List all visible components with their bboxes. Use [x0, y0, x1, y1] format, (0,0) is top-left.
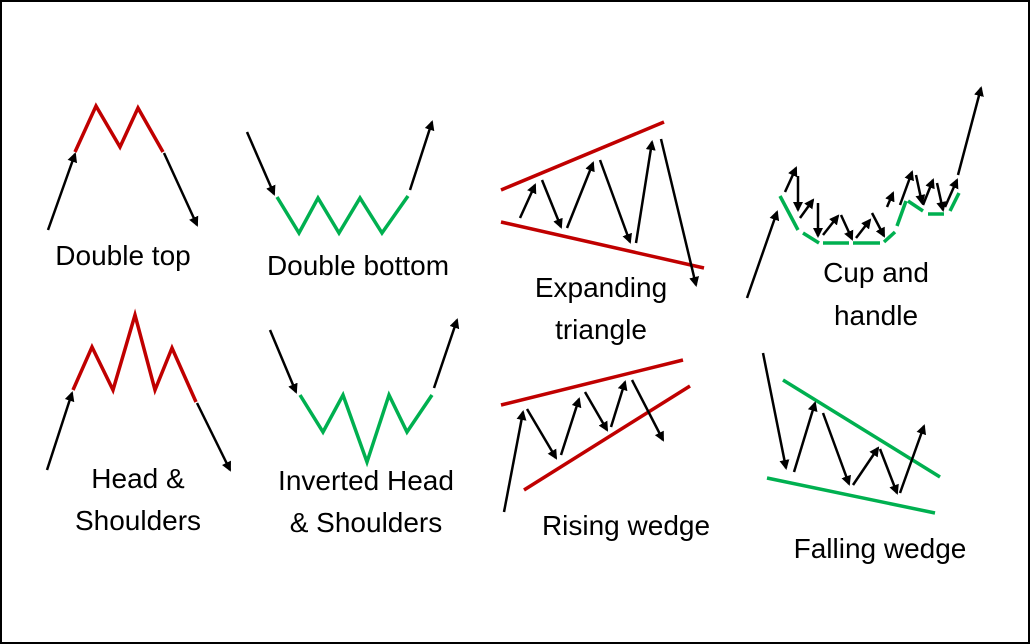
double-top-pattern — [46, 102, 199, 231]
price-arrow-icon — [634, 140, 656, 244]
double-top-trend-line — [73, 102, 165, 153]
price-arrow-icon — [630, 379, 665, 442]
rising-wedge-label: Rising wedge — [542, 510, 710, 541]
double-bottom-pattern — [245, 120, 435, 237]
falling-wedge-trend-line — [782, 378, 941, 479]
price-arrow-icon — [855, 218, 872, 239]
price-arrow-icon — [408, 120, 435, 191]
double-bottom-trend-line — [275, 194, 410, 237]
inverted-head-and-shoulders-label: & Shoulders — [290, 507, 443, 538]
price-arrow-icon — [822, 214, 840, 236]
price-arrow-icon — [878, 448, 899, 495]
head-and-shoulders-label: Head & — [91, 463, 185, 494]
price-arrow-icon — [761, 352, 790, 470]
price-arrow-icon — [609, 380, 628, 428]
price-arrow-icon — [792, 401, 818, 473]
inverted-head-and-shoulders-trend-line — [298, 390, 434, 468]
price-arrow-icon — [956, 86, 984, 176]
falling-wedge-trend-line — [766, 476, 936, 515]
price-arrow-icon — [540, 179, 563, 229]
price-arrow-icon — [914, 174, 926, 205]
expanding-triangle-label: triangle — [555, 314, 647, 345]
price-arrow-icon — [851, 446, 880, 486]
price-arrow-icon — [783, 166, 798, 193]
price-arrow-icon — [839, 214, 854, 241]
expanding-triangle-pattern — [500, 120, 705, 287]
price-arrow-icon — [565, 161, 595, 229]
cup-and-handle-cup-segment — [778, 195, 800, 231]
price-arrow-icon — [898, 170, 914, 206]
price-arrow-icon — [518, 183, 537, 219]
double-bottom-label: Double bottom — [267, 250, 449, 281]
price-arrow-icon — [502, 410, 527, 513]
rising-wedge-trend-line — [523, 384, 691, 492]
cup-and-handle-cup-segment — [802, 231, 820, 245]
cup-and-handle-label: handle — [834, 300, 918, 331]
cup-and-handle-label: Cup and — [823, 257, 929, 288]
price-arrow-icon — [583, 391, 609, 432]
falling-wedge-pattern — [761, 352, 941, 515]
price-arrow-icon — [45, 391, 75, 471]
price-arrow-icon — [659, 138, 699, 287]
head-and-shoulders-pattern — [45, 308, 232, 472]
price-arrow-icon — [943, 178, 959, 208]
price-arrow-icon — [921, 178, 935, 206]
price-arrow-icon — [935, 182, 947, 212]
inverted-head-and-shoulders-label: Inverted Head — [278, 465, 454, 496]
price-arrow-icon — [162, 152, 199, 227]
expanding-triangle-label: Expanding — [535, 272, 667, 303]
price-arrow-icon — [268, 329, 298, 394]
cup-and-handle-pattern — [745, 86, 984, 299]
price-arrow-icon — [46, 152, 78, 231]
double-top-label: Double top — [55, 240, 190, 271]
rising-wedge-pattern — [500, 358, 691, 513]
expanding-triangle-trend-line — [500, 220, 705, 270]
price-arrow-icon — [798, 198, 815, 219]
head-and-shoulders-label: Shoulders — [75, 505, 201, 536]
expanding-triangle-trend-line — [500, 120, 665, 192]
cup-and-handle-cup-segment — [895, 200, 908, 227]
price-arrow-icon — [432, 318, 460, 389]
price-arrow-icon — [898, 424, 927, 494]
cup-and-handle-cup-segment — [882, 230, 897, 244]
price-arrow-icon — [745, 210, 780, 299]
price-arrow-icon — [885, 191, 895, 208]
cup-and-handle-cup-segment — [907, 199, 924, 213]
inverted-head-and-shoulders-pattern — [268, 318, 460, 468]
head-and-shoulders-trend-line — [71, 308, 198, 403]
price-arrow-icon — [821, 412, 851, 486]
price-arrow-icon — [598, 159, 632, 244]
rising-wedge-trend-line — [500, 358, 684, 407]
price-arrow-icon — [245, 131, 276, 196]
price-arrow-icon — [559, 397, 582, 456]
price-arrow-icon — [195, 402, 232, 472]
price-arrow-icon — [870, 212, 886, 238]
price-arrow-icon — [525, 408, 558, 460]
falling-wedge-label: Falling wedge — [794, 533, 967, 564]
cup-and-handle-cup-segment — [948, 192, 961, 212]
